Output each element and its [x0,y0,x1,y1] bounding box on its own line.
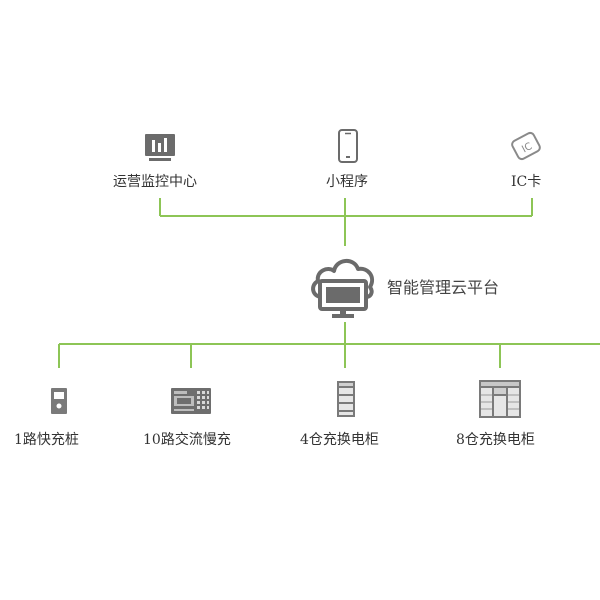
8-bay-cabinet-icon [478,379,522,423]
bottom-node-label-4: 8仓充换电柜 [456,432,535,448]
monitor-chart-icon [144,133,176,167]
top-node-label-2: 小程序 [326,174,368,190]
ic-card-icon: IC [510,131,542,165]
bottom-node-label-3: 4仓充换电柜 [300,432,379,448]
cloud-computer-icon [308,251,378,327]
bottom-node-label-1: 1路快充桩 [14,432,79,448]
smartphone-icon [337,129,359,167]
svg-text:IC: IC [520,141,534,155]
top-node-label-1: 运营监控中心 [113,174,197,190]
4-bay-cabinet-icon [336,380,356,422]
center-node-label: 智能管理云平台 [387,278,500,297]
fast-charger-icon [49,387,69,419]
ac-slow-charger-icon [170,387,212,419]
bottom-node-label-2: 10路交流慢充 [143,432,231,448]
top-node-label-3: IC卡 [511,174,542,190]
